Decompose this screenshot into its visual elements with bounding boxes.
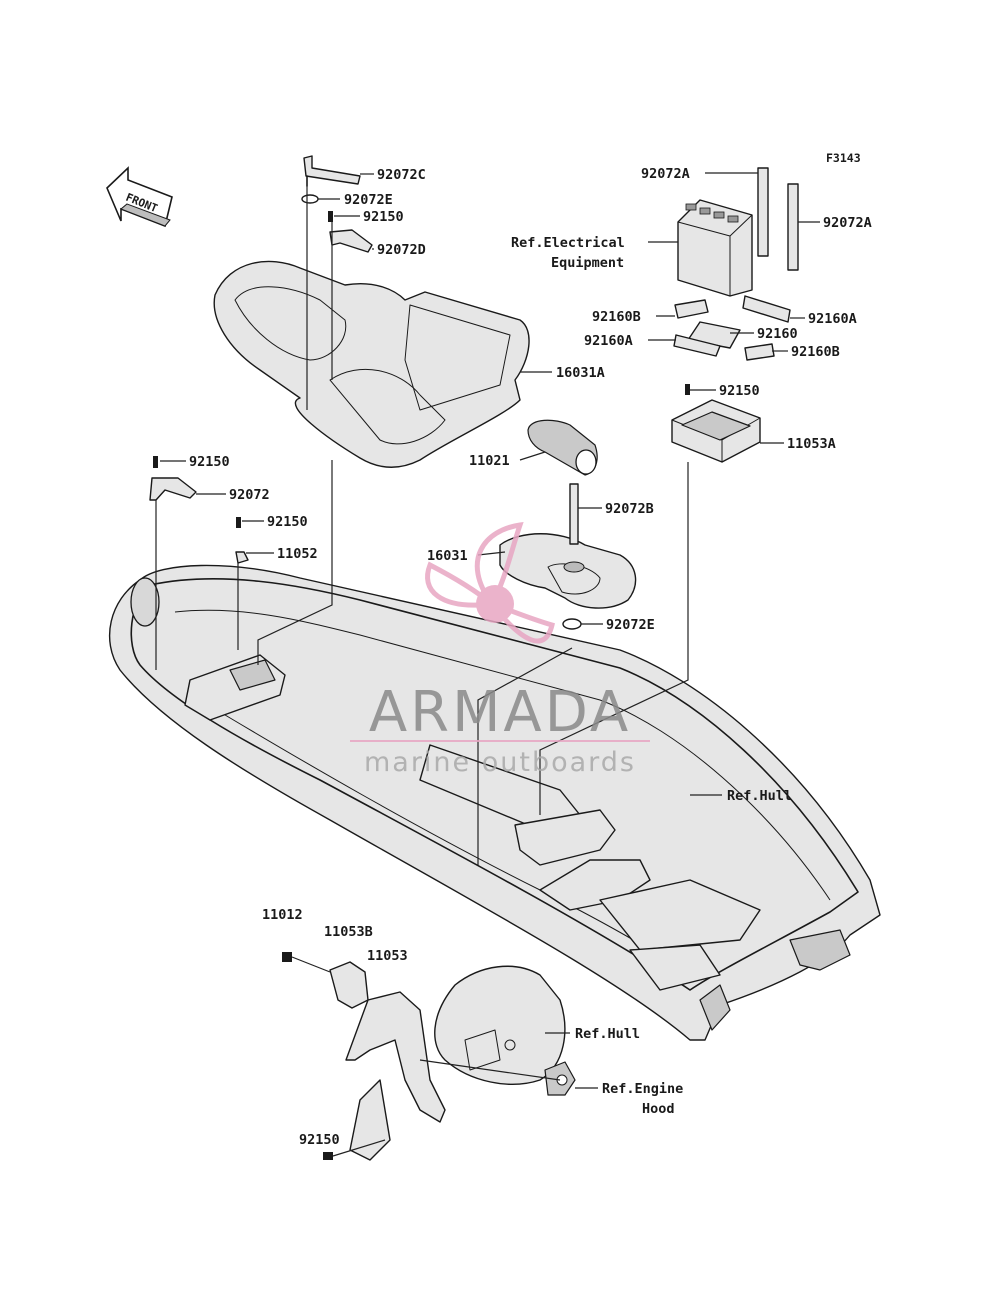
label-92072E-top: 92072E [344, 192, 393, 208]
watermark-tagline: marine outboards [364, 747, 636, 778]
bolt-92150-left-icon [153, 456, 158, 468]
pad-92160A-left [673, 334, 721, 357]
label-92160: 92160 [757, 326, 798, 342]
battery-strap-right [787, 183, 799, 271]
battery-tray-11053A [671, 399, 761, 463]
label-92072E-mid: 92072E [606, 617, 655, 633]
engine-cover-16031A [213, 260, 530, 468]
label-92072: 92072 [229, 487, 270, 503]
label-11053A: 11053A [787, 436, 836, 452]
strap-92072 [149, 477, 197, 501]
bolt-11012-icon [282, 952, 292, 962]
leader-lines [155, 172, 820, 1157]
label-92150-battery: 92150 [719, 383, 760, 399]
front-arrow-icon: FRONT [106, 166, 173, 228]
label-92150-mid: 92150 [267, 514, 308, 530]
watermark-name: ARMADA [369, 680, 631, 745]
clip-11052-icon [235, 551, 249, 564]
strap-92072C [303, 155, 361, 187]
label-92160B-left: 92160B [592, 309, 641, 325]
battery-strap-left [757, 167, 769, 257]
ref-electrical-line1: Ref.Electrical [511, 235, 625, 251]
label-11012: 11012 [262, 907, 303, 923]
bolt-92150-battery-icon [685, 384, 690, 395]
ref-engine-hood-line2: Hood [642, 1101, 675, 1117]
label-92072A-right: 92072A [823, 215, 872, 231]
fuse-box-11021-icon [527, 419, 598, 476]
pad-92160A-right [742, 295, 791, 323]
ref-hull-main: Ref.Hull [727, 788, 792, 804]
propeller-logo-icon [425, 521, 555, 644]
diagram-code: F3143 [826, 151, 861, 165]
label-92150-bottom: 92150 [299, 1132, 340, 1148]
clip-92072E-mid-icon [562, 618, 582, 630]
label-92160A-left: 92160A [584, 333, 633, 349]
seat-cover-16031 [499, 533, 637, 609]
label-11053: 11053 [367, 948, 408, 964]
label-92150-top: 92150 [363, 209, 404, 225]
label-11052: 11052 [277, 546, 318, 562]
part-labels: 92072C 92072E 92150 92072D 16031A 92150 … [189, 166, 872, 1148]
label-92160A-right: 92160A [808, 311, 857, 327]
label-92072C: 92072C [377, 167, 426, 183]
label-92072B: 92072B [605, 501, 654, 517]
strap-92072D [329, 229, 373, 253]
ref-hull-bottom: Ref.Hull [575, 1026, 640, 1042]
pad-92160B-right [744, 343, 775, 361]
strap-92072B [569, 483, 579, 545]
ref-engine-hood-line1: Ref.Engine [602, 1081, 683, 1097]
label-16031A: 16031A [556, 365, 605, 381]
battery-icon [677, 199, 753, 297]
pad-92160B-left [674, 299, 709, 319]
bolt-92150-top-icon [328, 211, 333, 222]
label-92072A-left: 92072A [641, 166, 690, 182]
bolt-92150-mid-icon [236, 517, 241, 528]
label-92072D: 92072D [377, 242, 426, 258]
label-11053B: 11053B [324, 924, 373, 940]
ref-electrical-line2: Equipment [551, 255, 624, 271]
label-92160B-right: 92160B [791, 344, 840, 360]
clip-92072E-top-icon [301, 194, 319, 204]
label-92150-left: 92150 [189, 454, 230, 470]
bolt-92150-bottom-icon [323, 1152, 333, 1160]
label-11021: 11021 [469, 453, 510, 469]
bracket-assembly-bottom [329, 961, 576, 1161]
watermark-logo: ARMADA marine outboards [350, 521, 650, 778]
label-16031: 16031 [427, 548, 468, 564]
